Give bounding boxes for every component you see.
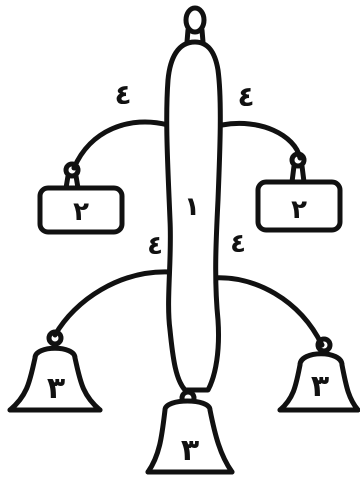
bell-right-label: ٣ bbox=[311, 369, 329, 404]
weight-right-label: ٢ bbox=[291, 195, 307, 225]
arm-lower-right-label: ٤ bbox=[230, 229, 246, 259]
weight-left-label: ٢ bbox=[73, 197, 89, 227]
column-label: ١ bbox=[184, 192, 200, 222]
bell-left-label: ٣ bbox=[47, 371, 65, 406]
arm-upper-right-label: ٤ bbox=[237, 80, 254, 113]
hanging-loop bbox=[186, 8, 204, 42]
arm-lower-left-label: ٤ bbox=[147, 231, 163, 261]
bell-center-label: ٣ bbox=[181, 433, 199, 468]
arm-upper-left-label: ٤ bbox=[114, 78, 131, 111]
